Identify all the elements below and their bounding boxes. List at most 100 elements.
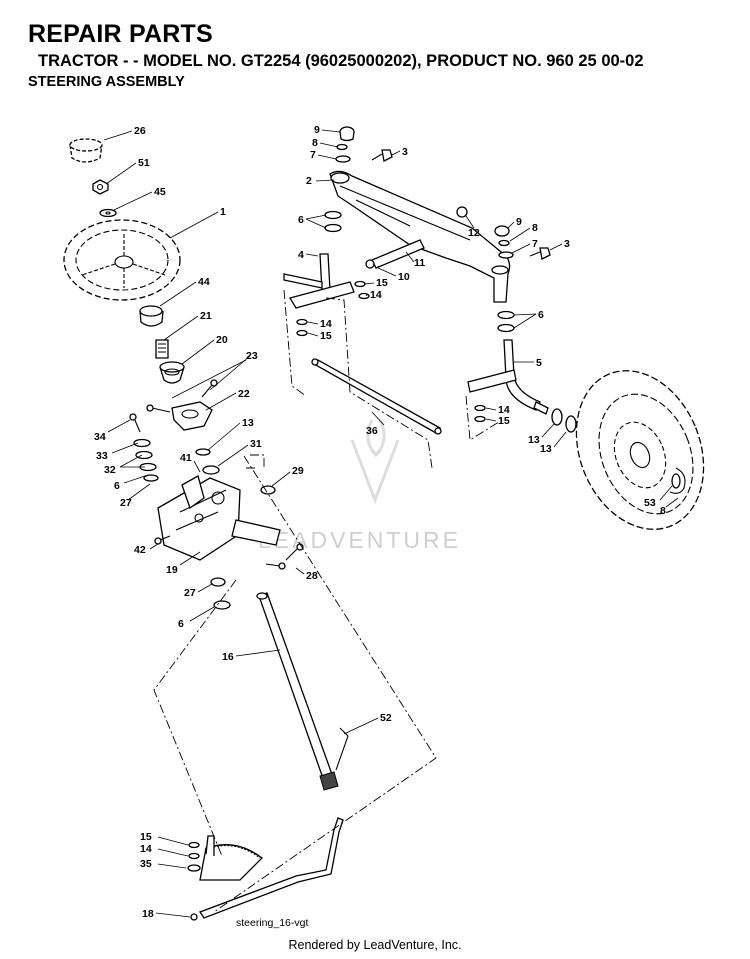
part-sector-gear[interactable]	[199, 835, 263, 881]
part-column-bushing[interactable]	[159, 361, 185, 384]
callout: 44	[198, 276, 210, 288]
callout: 27	[120, 497, 132, 509]
callout: 2	[306, 175, 312, 187]
part-dust-cap-9-right[interactable]	[494, 225, 510, 237]
callout: 14	[320, 318, 332, 330]
callout: 8	[660, 505, 666, 517]
page-title: REPAIR PARTS	[28, 20, 213, 48]
part-pivot-plate[interactable]	[181, 475, 205, 510]
callout: 15	[140, 831, 152, 843]
callout: 26	[134, 125, 146, 137]
callout: 14	[370, 289, 382, 301]
callout: 16	[222, 651, 234, 663]
part-bushing-27-lower[interactable]	[210, 577, 226, 587]
part-steering-cap[interactable]	[69, 138, 103, 163]
part-front-wheel[interactable]	[554, 351, 727, 548]
part-bolt-3-right[interactable]	[529, 247, 551, 260]
callout: 27	[184, 587, 196, 599]
part-front-axle[interactable]	[329, 170, 511, 303]
callout: 19	[166, 564, 178, 576]
part-hardware-14-15-right[interactable]	[474, 404, 486, 423]
callout: 52	[380, 712, 392, 724]
steering-assembly-diagram: 26 51 45 1 44 21 20 23 22 13 34 33 32 6 …	[63, 124, 727, 929]
part-column-bracket[interactable]	[171, 401, 213, 431]
callout: 31	[250, 438, 262, 450]
callout: 41	[180, 452, 192, 464]
callout: 7	[532, 238, 538, 250]
callout: 11	[414, 257, 425, 269]
part-washers-13-right[interactable]	[533, 401, 577, 433]
part-bolt-34[interactable]	[129, 413, 141, 433]
part-bolts-23[interactable]	[146, 379, 218, 413]
part-spline-adapter[interactable]	[155, 339, 169, 359]
callout: 14	[498, 404, 510, 416]
callout: 15	[498, 415, 510, 427]
callout: 5	[536, 357, 542, 369]
footer-credit: Rendered by LeadVenture, Inc.	[288, 938, 462, 952]
callout: 34	[94, 431, 106, 443]
callout: 8	[312, 137, 318, 149]
callout: 32	[104, 464, 116, 476]
part-washer-6-lower[interactable]	[213, 600, 231, 610]
part-hardware-14-15-upper[interactable]	[354, 280, 370, 300]
callout: 8	[532, 222, 538, 234]
callout: 22	[238, 388, 250, 400]
model-subtitle: TRACTOR - - MODEL NO. GT2254 (9602500020…	[38, 52, 644, 70]
assembly-guide-lines	[153, 289, 503, 913]
part-hardware-7-8-right[interactable]	[498, 239, 514, 259]
part-washer-top[interactable]	[99, 208, 117, 218]
part-sector-bracket[interactable]	[157, 477, 241, 561]
part-flange-nut-29[interactable]	[260, 485, 276, 495]
callout: 13	[528, 434, 540, 446]
part-nut-12[interactable]	[456, 206, 468, 218]
callout: 12	[468, 227, 480, 239]
part-bearings-6-right[interactable]	[497, 310, 515, 333]
callout: 53	[644, 497, 656, 509]
part-steering-wheel[interactable]	[63, 219, 181, 301]
part-steering-shaft[interactable]	[256, 592, 339, 791]
callout: 1	[220, 206, 226, 218]
callout: 21	[200, 310, 212, 322]
part-retainer-53-8[interactable]	[669, 467, 686, 494]
watermark-logo	[350, 419, 400, 505]
callout: 28	[306, 570, 318, 582]
part-bearings-6-left[interactable]	[324, 210, 342, 233]
section-title: STEERING ASSEMBLY	[28, 74, 185, 90]
part-bolt-3-left[interactable]	[371, 149, 393, 162]
callout: 3	[564, 238, 570, 250]
part-washer-13-left[interactable]	[195, 448, 211, 456]
part-pivot-bolt-10-11[interactable]	[365, 239, 425, 269]
part-hardware-14-15-spindle[interactable]	[296, 318, 308, 337]
callout: 45	[154, 186, 166, 198]
callout-labels: 26 51 45 1 44 21 20 23 22 13 34 33 32 6 …	[94, 124, 666, 920]
part-spindle-4[interactable]	[283, 253, 355, 309]
callout: 42	[134, 544, 146, 556]
callout: 18	[142, 908, 154, 920]
part-mount-plate-28[interactable]	[231, 519, 304, 570]
part-tie-rod-36[interactable]	[311, 358, 442, 435]
part-clip-52[interactable]	[335, 727, 349, 771]
callout: 3	[402, 146, 408, 158]
callout: 6	[298, 214, 304, 226]
callout: 13	[540, 443, 552, 455]
diagram-caption: steering_16-vgt	[236, 917, 308, 929]
leader-lines	[103, 129, 679, 918]
part-hub-bushing[interactable]	[139, 305, 164, 327]
part-hex-nut[interactable]	[92, 179, 109, 195]
part-washer-stack-left[interactable]	[133, 438, 159, 482]
part-drag-link[interactable]	[190, 817, 344, 921]
callout: 20	[216, 334, 228, 346]
callout: 6	[114, 480, 120, 492]
part-hardware-14-15-35[interactable]	[187, 841, 201, 872]
callout: 29	[292, 465, 304, 477]
watermark-text: LEADVENTURE	[258, 527, 461, 553]
callout: 10	[398, 271, 410, 283]
part-bushing-31[interactable]	[202, 465, 220, 475]
callout: 23	[246, 350, 258, 362]
part-hardware-7-8-left[interactable]	[335, 143, 351, 163]
part-spindle-5[interactable]	[467, 339, 541, 411]
part-dust-cap-9-left[interactable]	[339, 126, 355, 142]
callout: 4	[298, 249, 304, 261]
callout: 7	[310, 149, 316, 161]
callout: 13	[242, 417, 254, 429]
